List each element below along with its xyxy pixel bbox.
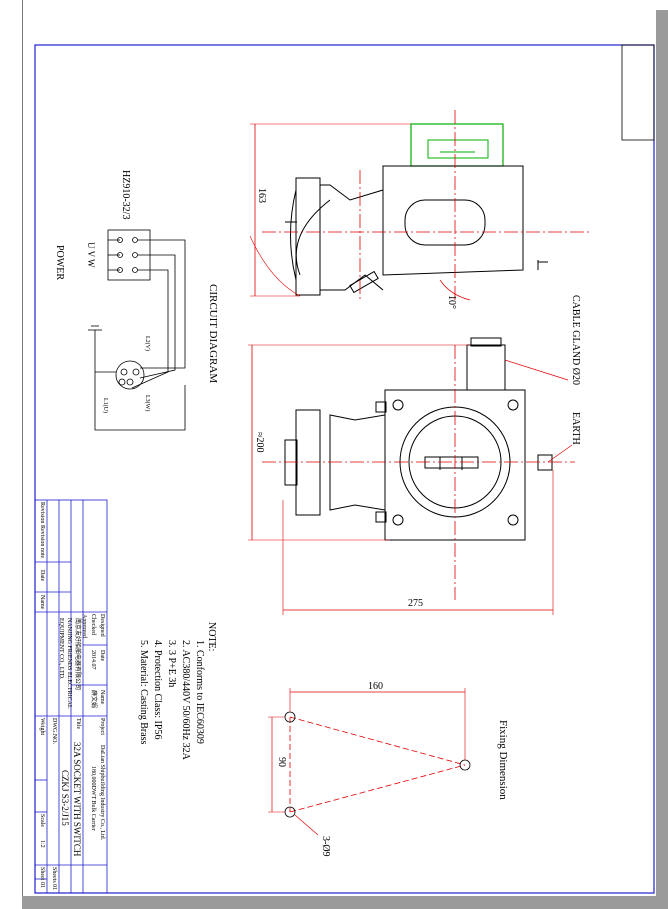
tb-company-en-1: NANJING FRIENDS ELECTRICAL [66,618,72,709]
tb-date-label: Date [99,650,105,662]
fix-dim-holes: 3-Ø9 [320,836,331,857]
earth-label: EARTH [570,412,581,445]
cable-gland-leader [504,359,569,381]
tb-checked-label: Checked [90,614,96,635]
tb-rev-date-label: Date [39,570,45,582]
corner-box [621,44,655,141]
tb-scale-value: 1:2 [39,840,45,848]
tb-project-sub: 180,000DWT Bulk Carrier [90,766,96,831]
note-item-3: 3. 3 P+E 3h [166,640,177,688]
tb-revision-note-label: Revision note [39,525,45,559]
tb-date-value: 2014.07 [90,650,96,670]
title-block [34,499,108,894]
tb-weight-label: Weight [39,718,45,736]
tb-dwg-label: DWG.NO. [51,718,57,744]
tb-title-label: Title [75,718,81,730]
fixing-dimension-title: Fixing Dimension [497,720,509,800]
circuit-diagram [88,229,186,431]
tb-company-en-2: EQUIPMENT CO., LTD. [58,618,64,680]
note-item-2: 2. AC380/440V 50/60Hz 32A [180,640,191,760]
terminal-box [410,123,504,167]
pin-l3-label: L3(W) [144,395,150,412]
side-window [404,199,486,246]
dim-163: 163 [256,188,267,203]
tb-sheet-label: Sheet [39,867,45,881]
front-socket-collar [295,409,321,516]
tb-sheets-label: Sheets [51,867,57,883]
dim-200: ≈200 [254,432,265,453]
note-item-1: 1. Conforms to IEC60309 [194,640,205,744]
fix-dim-160: 160 [368,681,383,692]
dim-275: 275 [408,598,423,609]
note-item-4: 4. Protection Class: IP56 [152,640,163,740]
tb-project-value: DaLian ShipbuiIding Industry Co., Ltd. [99,745,105,841]
tb-designed-label: Designed [99,614,105,637]
pin-l2-label: L2(V) [144,336,150,351]
note-heading: NOTE: [206,622,217,652]
fix-dim-90: 90 [276,757,287,767]
drawing-sheet [22,0,656,896]
page-shadow-right [655,10,668,909]
socket-symbol [115,360,145,390]
fixing-dimension [268,688,471,836]
tb-rev-name-label: Name [39,595,45,610]
page-shadow-bottom [22,896,668,909]
side-view [285,123,548,296]
front-cable-gland [466,344,506,391]
side-body [382,165,524,276]
front-handle [424,456,479,469]
tb-name-value: 薛文娟 [90,690,96,709]
pin-l1-label: L1(U) [102,398,108,413]
circuit-diagram-title: CIRCUIT DIAGRAM [207,284,219,384]
note-item-5: 5. Material: Casting Brass [138,640,149,745]
tb-company-cn: 南京友好船舶电器有限公司 [74,618,80,691]
tb-revision-label: Revision [39,502,45,524]
tb-sheets-value: 01 [51,884,57,890]
terminal-window [427,139,489,159]
earth-leader [547,444,573,463]
front-view [284,337,553,541]
uvw-label: U V W [86,242,96,268]
tb-sheet-value: 01 [39,882,45,888]
dim-angle-10: 10° [446,295,457,309]
tb-model: CZKJ S3-2/J15 [60,770,70,826]
tb-name-label: Name [99,690,105,705]
tb-title-value: 32A SOCKET WITH SWITCH [72,742,82,857]
power-label: POWER [54,245,65,280]
drawing-frame [34,44,655,894]
tb-project-label: Project [99,718,105,735]
tb-approved-label: Approved [81,614,87,638]
cable-gland-label: CABLE GLAND Ø20 [570,295,581,385]
switch-model-label: HZ910-32/3 [120,170,131,220]
tb-scale-label: Scale [39,814,45,827]
